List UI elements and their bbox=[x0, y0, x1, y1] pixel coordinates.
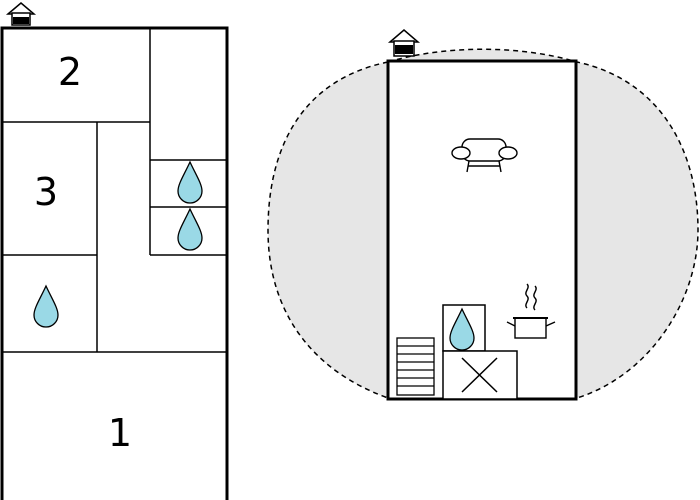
radiator-icon bbox=[396, 337, 435, 396]
house-entrance-icon bbox=[387, 29, 421, 57]
outer-wall bbox=[0, 26, 229, 500]
cooking-pot-icon bbox=[506, 283, 556, 339]
room-label-1: 1 bbox=[108, 411, 132, 455]
sink-cabinet bbox=[442, 304, 486, 352]
water-drop-icon bbox=[449, 307, 475, 351]
house-entrance-icon bbox=[5, 2, 37, 26]
stove-icon bbox=[442, 350, 518, 400]
right-floor-plan bbox=[267, 29, 699, 401]
room-label-3: 3 bbox=[34, 170, 58, 214]
water-drop-icon bbox=[177, 207, 203, 251]
left-floor-plan: 2 3 1 bbox=[0, 2, 229, 500]
internal-walls bbox=[2, 28, 227, 353]
room-label-2: 2 bbox=[58, 50, 82, 94]
sofa-icon bbox=[451, 138, 518, 173]
water-drop-icon bbox=[177, 160, 203, 204]
water-drop-icon bbox=[33, 284, 59, 328]
